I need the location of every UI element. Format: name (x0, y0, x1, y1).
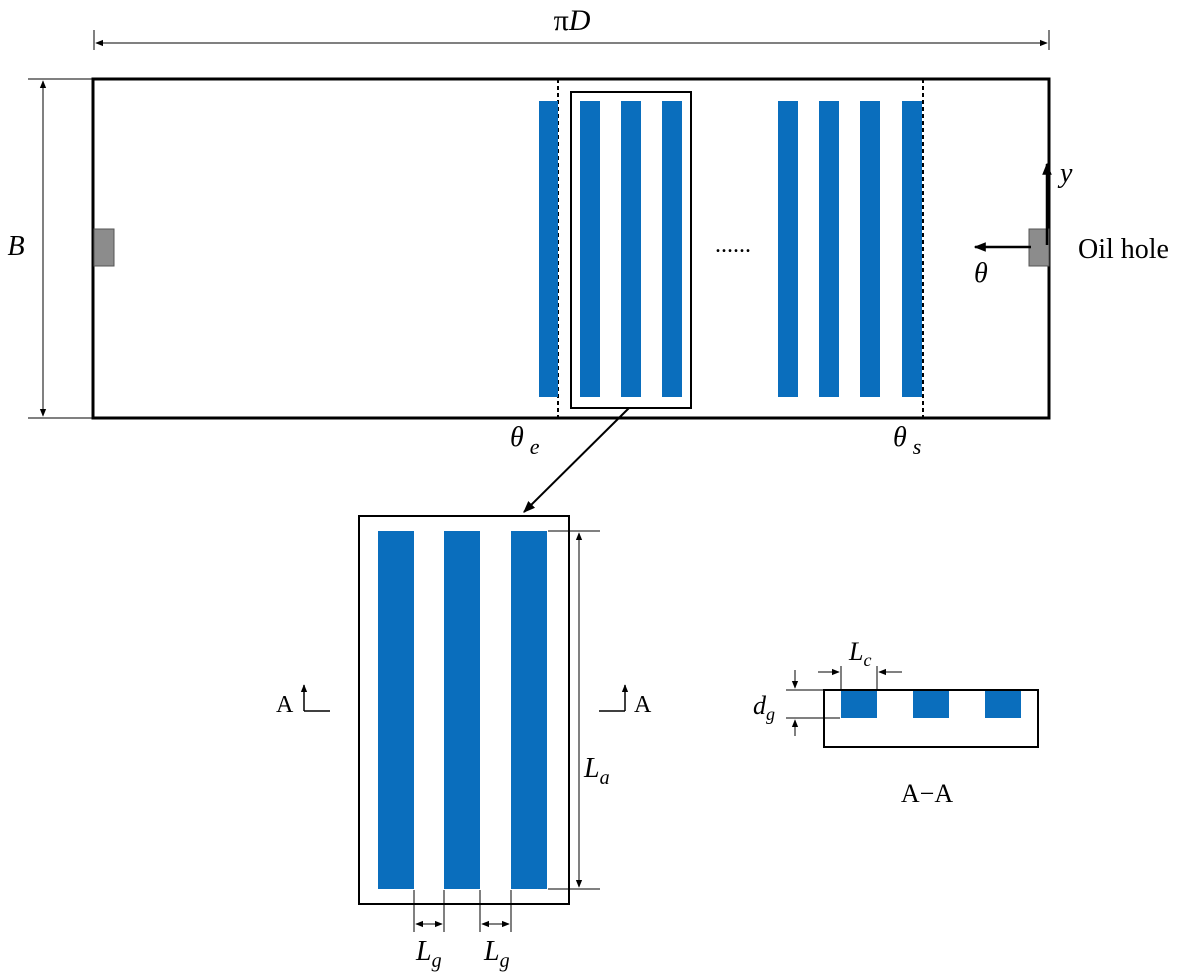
detail-highlight-box (570, 91, 692, 409)
svg-text:A: A (634, 692, 652, 718)
groove (902, 101, 922, 397)
width-dimension: B (7, 78, 92, 419)
groove (444, 531, 480, 889)
oil-hole-left (93, 228, 115, 267)
coordinate-axes: y θ Oil hole (973, 158, 1169, 289)
groove-gap-dimension-1: Lg (413, 890, 445, 972)
groove-section (841, 691, 877, 718)
groove (860, 101, 880, 397)
ellipsis: ...... (715, 232, 751, 258)
groove-section (913, 691, 949, 718)
svg-text:A: A (276, 692, 294, 718)
groove (511, 531, 547, 889)
groove-depth-dimension: dg (753, 670, 840, 736)
groove-gap-label-1: Lg (415, 936, 442, 972)
section-mark-right: A (599, 684, 652, 718)
groove-gap-dimension-2: Lg (479, 890, 512, 972)
groove (778, 101, 798, 397)
groove-gap-label-2: Lg (483, 936, 510, 972)
groove-width-label: Lc (848, 637, 871, 670)
groove (580, 101, 600, 397)
groove (621, 101, 641, 397)
axis-theta-label: θ (974, 258, 988, 289)
groove-width-dimension: Lc (818, 637, 902, 690)
oil-hole-label: Oil hole (1078, 234, 1169, 265)
groove (539, 101, 558, 397)
groove-length-label: La (583, 753, 610, 789)
groove (378, 531, 414, 889)
groove-array-detail (378, 531, 547, 889)
groove (662, 101, 682, 397)
groove-depth-label: dg (753, 691, 775, 724)
groove-array-top (539, 101, 922, 397)
groove-section (985, 691, 1021, 718)
axis-y-label: y (1057, 158, 1073, 189)
section-title: A−A (901, 779, 953, 808)
detail-callout-arrow (523, 407, 630, 513)
width-label: B (7, 231, 24, 262)
circumference-dimension: πD (93, 4, 1050, 50)
section-grooves (841, 691, 1021, 718)
section-mark-left: A (276, 684, 330, 718)
detail-box (358, 515, 570, 905)
groove-length-dimension: La (548, 530, 610, 890)
circumference-label: πD (554, 4, 591, 37)
groove (819, 101, 839, 397)
